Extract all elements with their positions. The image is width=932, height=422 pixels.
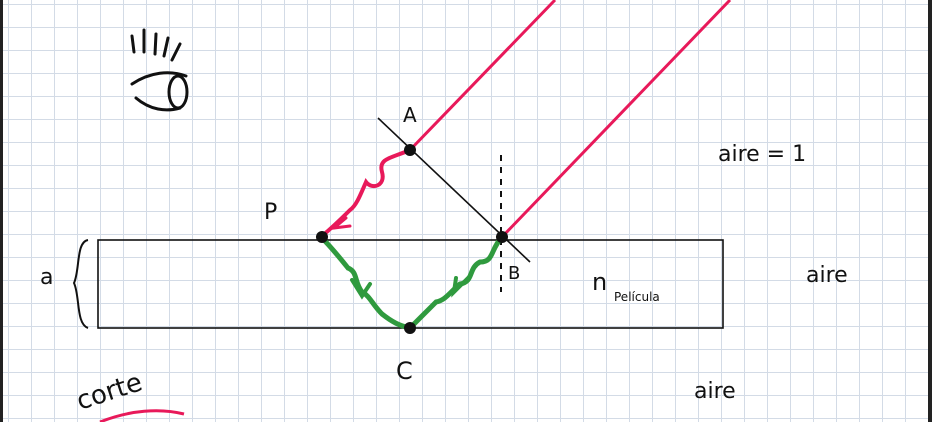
point-c bbox=[404, 322, 416, 334]
label-p-point: P bbox=[264, 200, 277, 225]
label-b-point: B bbox=[508, 263, 520, 284]
label-cut: corte bbox=[73, 367, 146, 416]
film-layer bbox=[97, 239, 724, 329]
label-air-top: aire = 1 bbox=[718, 142, 806, 167]
path-c-to-p bbox=[319, 235, 413, 331]
incident-ray-a bbox=[408, 0, 557, 152]
cut-underline bbox=[99, 409, 185, 422]
arrow-b-to-c bbox=[451, 274, 472, 298]
label-thickness: a bbox=[40, 265, 53, 290]
label-air-bottom: aire bbox=[694, 379, 736, 404]
label-c-point: C bbox=[396, 357, 413, 385]
label-n-subscript: Película bbox=[614, 290, 660, 304]
thickness-brace bbox=[72, 239, 89, 329]
point-p bbox=[316, 231, 328, 243]
path-a-to-p bbox=[320, 148, 412, 238]
label-n: n bbox=[592, 268, 607, 296]
point-a bbox=[404, 144, 416, 156]
label-a-point: A bbox=[403, 103, 417, 127]
label-air-right: aire bbox=[806, 263, 848, 288]
incident-ray-b bbox=[500, 0, 732, 239]
arrow-c-to-p bbox=[350, 278, 372, 300]
point-b bbox=[496, 231, 508, 243]
eye-icon bbox=[130, 28, 189, 112]
arrow-a-to-p bbox=[329, 216, 352, 231]
